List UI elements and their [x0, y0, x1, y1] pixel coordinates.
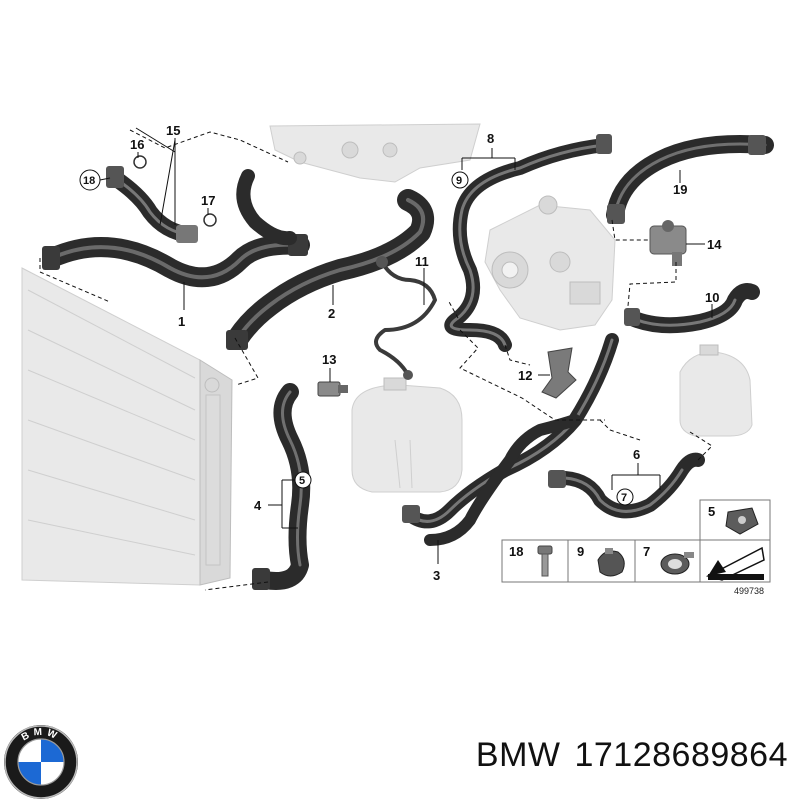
- callout-9: 9: [456, 175, 462, 187]
- hose-part-3: [402, 333, 619, 546]
- legend-item-5: 5: [708, 504, 715, 519]
- callout-11: 11: [415, 254, 429, 269]
- part-caption: BMW 17128689864: [476, 736, 788, 775]
- bracket-part-12: [541, 347, 577, 399]
- callout-12: 12: [518, 368, 532, 383]
- hose-part-8: [444, 134, 612, 352]
- hose-part-1: [42, 234, 310, 288]
- bmw-logo: BMW: [4, 725, 78, 799]
- parts-legend: 18 9 7 5 499738: [501, 499, 771, 596]
- callout-16: 16: [130, 137, 144, 152]
- legend-item-18: 18: [509, 544, 523, 559]
- callout-6: 6: [633, 447, 640, 462]
- callout-19: 19: [673, 182, 687, 197]
- expansion-tank-ghost: [351, 377, 463, 493]
- callout-15: 15: [166, 123, 180, 138]
- callout-4: 4: [254, 498, 262, 513]
- callout-2: 2: [328, 306, 335, 321]
- callout-9-ring: [451, 171, 469, 189]
- hose-bend-small: [236, 169, 297, 246]
- legend-item-9: 9: [577, 544, 584, 559]
- pipe-part-11: [374, 256, 437, 380]
- callout-1: 1: [178, 314, 185, 329]
- clip-icon: [725, 507, 759, 535]
- expansion-tank-right-ghost: [679, 344, 753, 437]
- sensor-part-13: [317, 381, 348, 397]
- callout-18-ring: [79, 169, 101, 191]
- callout-13: 13: [322, 352, 336, 367]
- part-number: 17128689864: [574, 736, 788, 774]
- callouts: 1 2 3 4 5 6 7 8 9 10 11 12 13 14 15 16 1…: [79, 123, 722, 583]
- hose-part-2: [226, 189, 434, 350]
- hose-part-10: [624, 283, 760, 334]
- valve-part-14: [649, 220, 687, 266]
- legend-item-7: 7: [643, 544, 650, 559]
- callout-8: 8: [487, 131, 494, 146]
- hose-part-19: [606, 135, 774, 224]
- brand-name: BMW: [475, 736, 561, 774]
- tool-arrow-icon: [705, 546, 765, 581]
- figure-number: 499738: [734, 586, 764, 596]
- callout-7-ring: [616, 488, 634, 506]
- clamp-17: [203, 213, 217, 227]
- hose-part-6: [548, 452, 705, 519]
- hose-clamp-icon: [597, 548, 625, 577]
- callout-5-ring: [294, 471, 312, 489]
- clamp-16: [133, 155, 147, 169]
- callout-10: 10: [705, 290, 719, 305]
- callout-18: 18: [83, 175, 95, 187]
- hose-part-4: [252, 383, 311, 590]
- engine-block-ghost: [269, 123, 481, 183]
- callout-3: 3: [433, 568, 440, 583]
- callout-17: 17: [201, 193, 215, 208]
- spring-clamp-icon: [660, 552, 694, 575]
- bolt-icon: [537, 545, 553, 577]
- callout-14: 14: [707, 237, 722, 252]
- leader-lines: [39, 127, 713, 591]
- callout-5: 5: [299, 475, 305, 487]
- water-pump-ghost: [484, 195, 616, 331]
- callout-7: 7: [621, 492, 627, 504]
- radiator-ghost: [21, 267, 233, 586]
- hose-part-15: [106, 166, 198, 243]
